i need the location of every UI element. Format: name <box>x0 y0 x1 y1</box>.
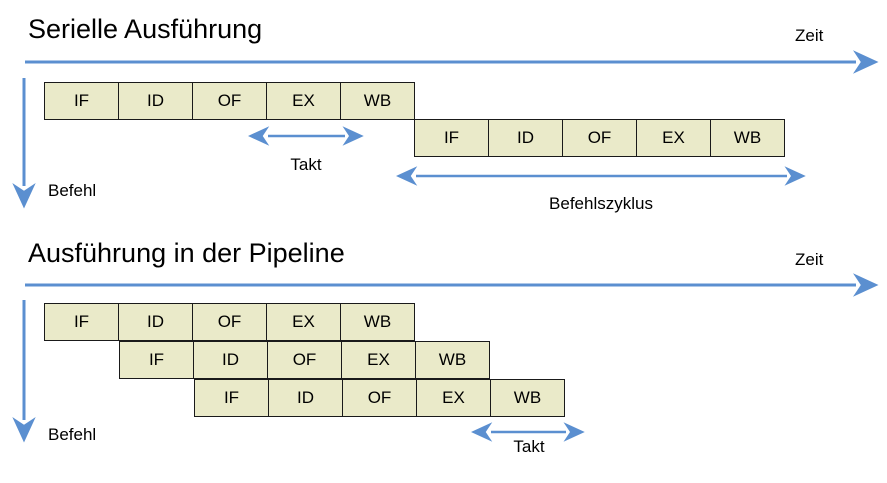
serial-instruction-axis-label: Befehl <box>48 181 97 200</box>
stage-cell[interactable]: OF <box>192 82 267 120</box>
serial-section-heading: Serielle Ausführung <box>28 14 263 44</box>
pipeline-instruction-axis-label: Befehl <box>48 425 97 444</box>
table-row: IF ID OF EX WB <box>414 119 785 157</box>
pipeline-takt-label: Takt <box>513 437 545 456</box>
stage-cell[interactable]: WB <box>340 303 415 341</box>
table-row: IF ID OF EX WB <box>44 303 415 341</box>
stage-cell[interactable]: IF <box>44 82 119 120</box>
stage-cell[interactable]: ID <box>193 341 268 379</box>
serial-takt-label: Takt <box>290 155 322 174</box>
stage-cell[interactable]: OF <box>562 119 637 157</box>
stage-cell[interactable]: OF <box>267 341 342 379</box>
serial-befehlszyklus-label: Befehlszyklus <box>549 194 653 213</box>
stage-cell[interactable]: EX <box>416 379 491 417</box>
stage-cell[interactable]: IF <box>194 379 269 417</box>
stage-cell[interactable]: ID <box>118 82 193 120</box>
stage-cell[interactable]: IF <box>119 341 194 379</box>
stage-cell[interactable]: EX <box>636 119 711 157</box>
serial-time-axis-label: Zeit <box>795 26 824 45</box>
stage-cell[interactable]: IF <box>414 119 489 157</box>
stage-cell[interactable]: EX <box>266 303 341 341</box>
stage-cell[interactable]: WB <box>340 82 415 120</box>
stage-cell[interactable]: WB <box>490 379 565 417</box>
stage-cell[interactable]: OF <box>342 379 417 417</box>
table-row: IF ID OF EX WB <box>44 82 415 120</box>
stage-cell[interactable]: OF <box>192 303 267 341</box>
table-row: IF ID OF EX WB <box>119 341 490 379</box>
stage-cell[interactable]: IF <box>44 303 119 341</box>
stage-cell[interactable]: EX <box>266 82 341 120</box>
stage-cell[interactable]: WB <box>710 119 785 157</box>
stage-cell[interactable]: ID <box>118 303 193 341</box>
pipeline-time-axis-label: Zeit <box>795 250 824 269</box>
pipeline-section-heading: Ausführung in der Pipeline <box>28 238 345 268</box>
stage-cell[interactable]: WB <box>415 341 490 379</box>
table-row: IF ID OF EX WB <box>194 379 565 417</box>
stage-cell[interactable]: ID <box>268 379 343 417</box>
stage-cell[interactable]: ID <box>488 119 563 157</box>
stage-cell[interactable]: EX <box>341 341 416 379</box>
